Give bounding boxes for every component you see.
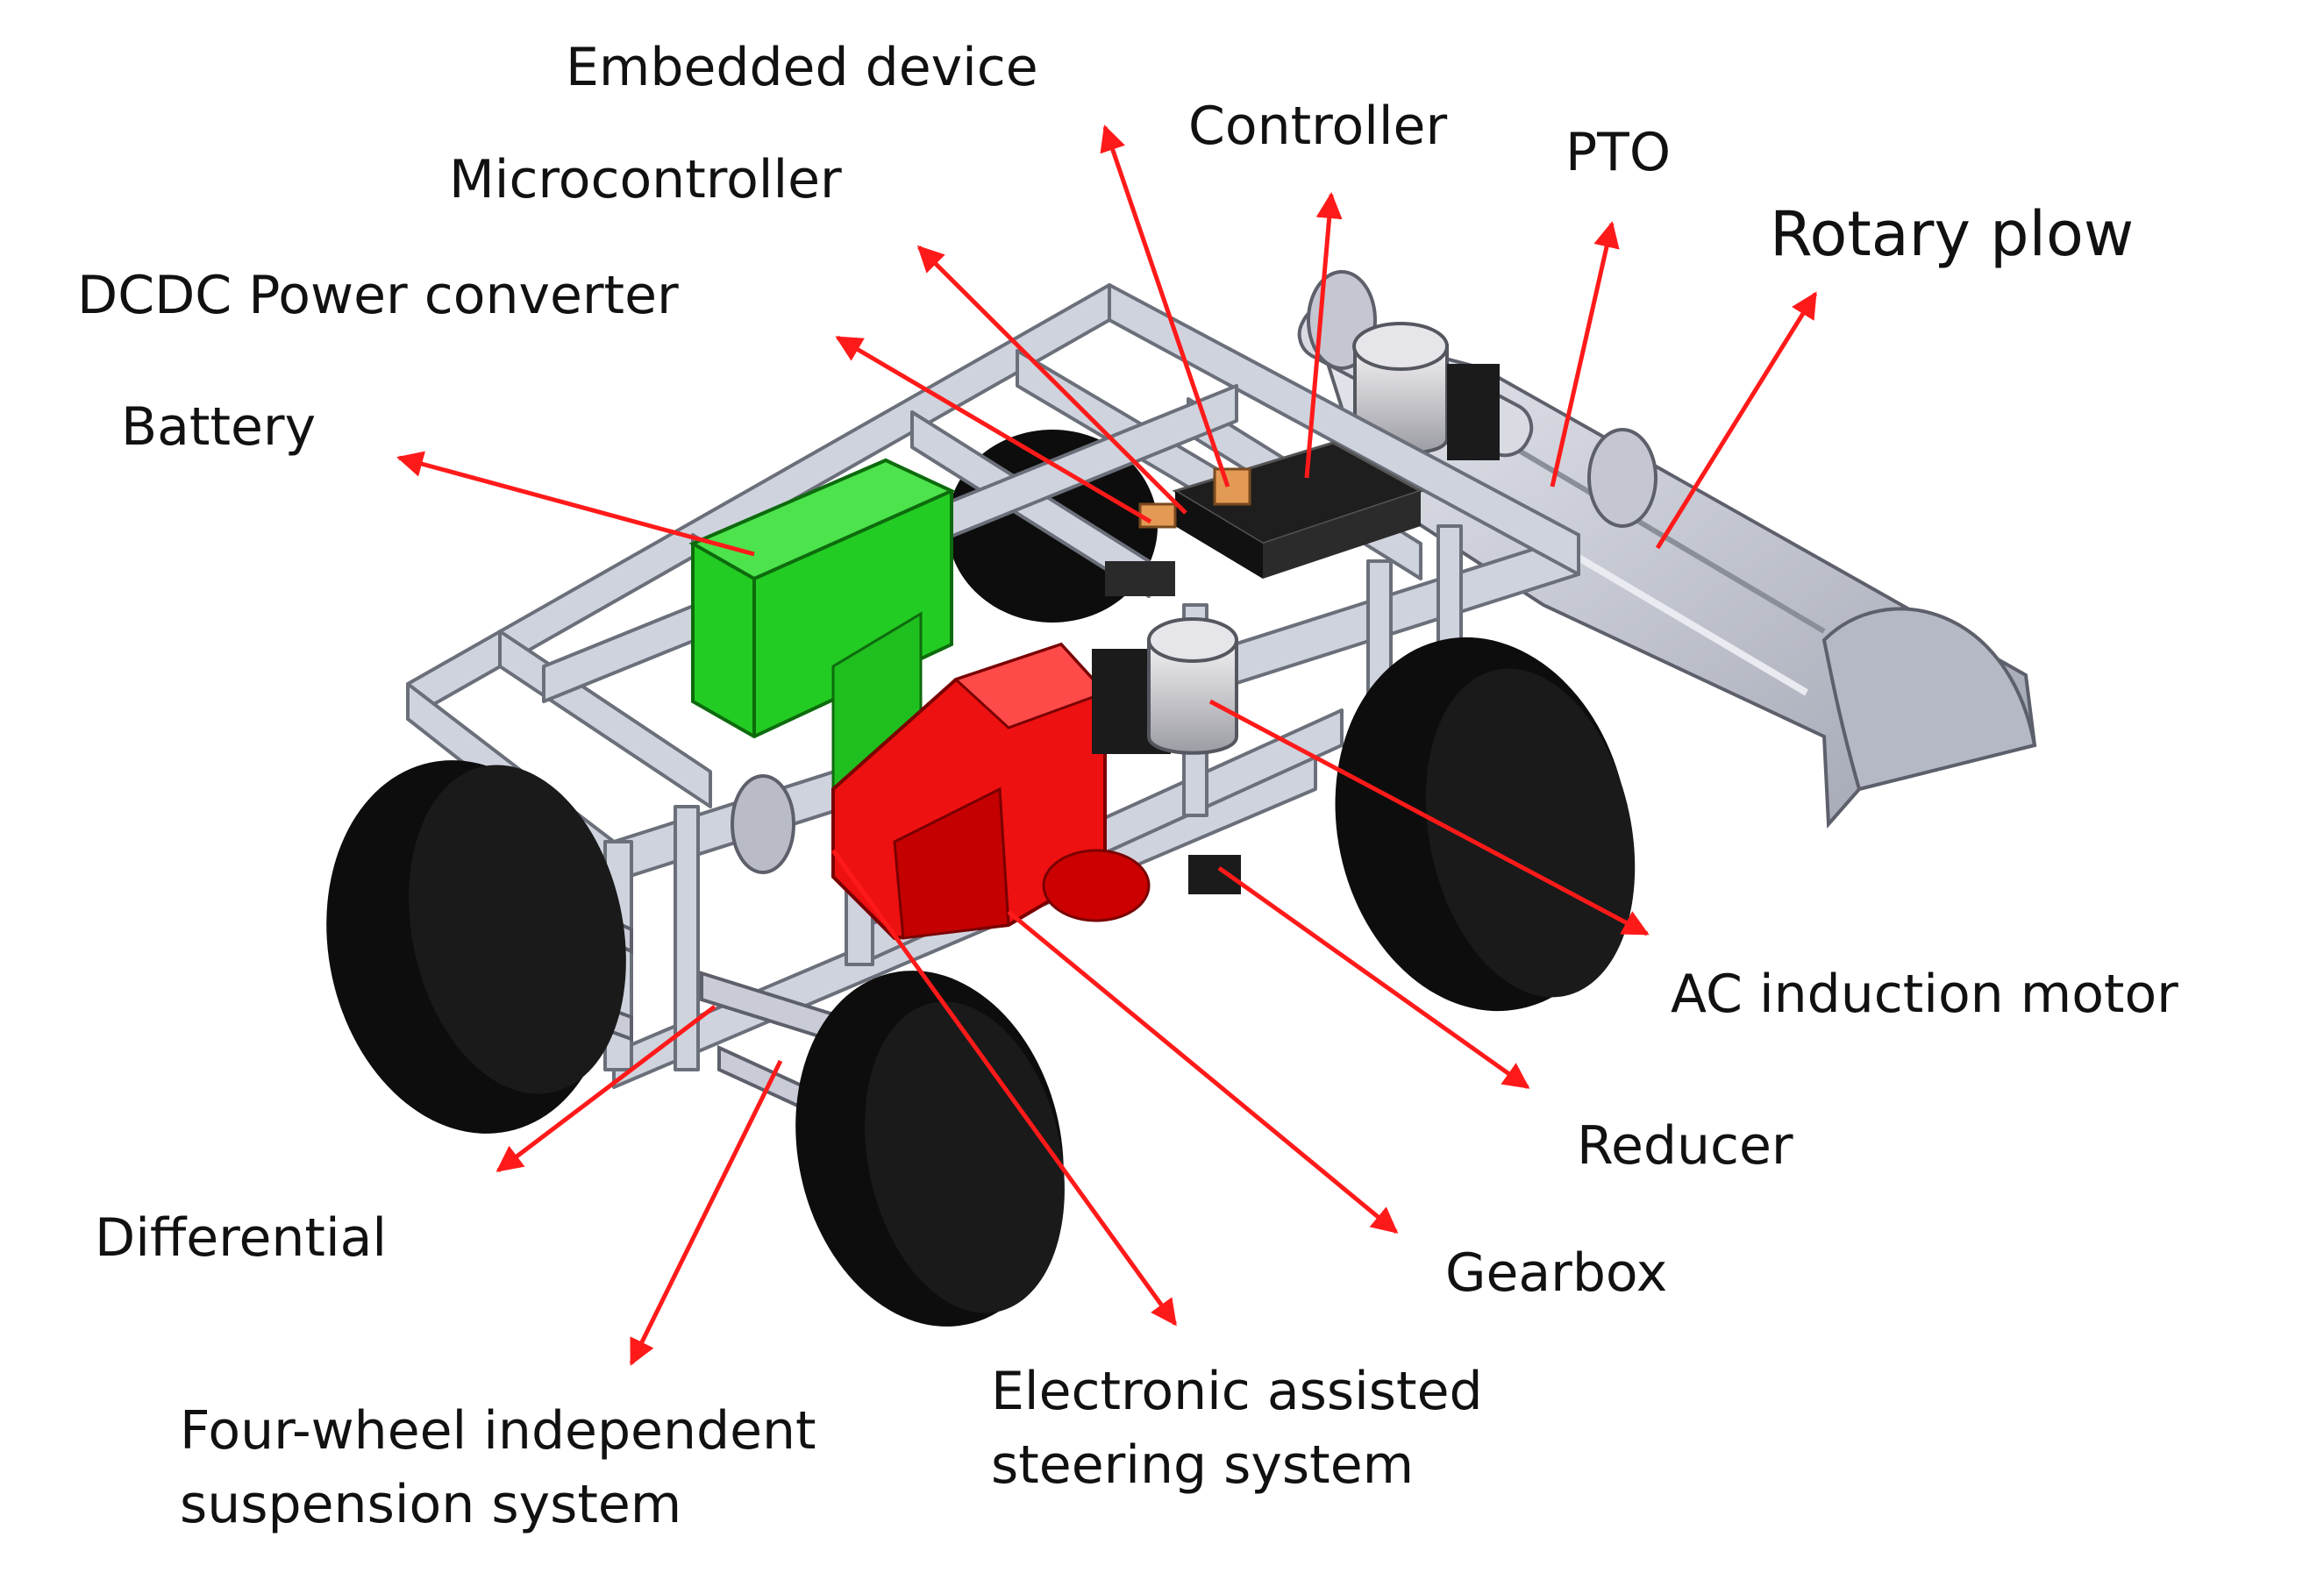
label-four-wheel-suspension-line-2: suspension system: [180, 1474, 682, 1535]
label-dcdc-power-converter: DCDC Power converter: [77, 265, 679, 326]
arrow-gearbox: [1007, 910, 1399, 1234]
arrow-suspension: [629, 1059, 783, 1366]
arrow-microcontroller: [916, 245, 1187, 515]
arrow-reducer: [1217, 865, 1530, 1090]
callout-arrows: [396, 125, 1818, 1366]
arrow-steering: [831, 849, 1178, 1327]
arrow-embedded-device: [1100, 125, 1230, 487]
label-electronic-steering-line-2: steering system: [991, 1434, 1415, 1496]
label-battery: Battery: [121, 396, 317, 458]
arrow-controller: [1304, 192, 1343, 479]
label-four-wheel-suspension: Four-wheel independent suspension system: [180, 1394, 987, 1541]
label-differential: Differential: [95, 1207, 388, 1269]
drivetrain-red: [831, 642, 1151, 941]
arrow-battery: [396, 451, 755, 557]
arrow-dcdc: [835, 335, 1152, 524]
ac-motor-unit: [1092, 617, 1241, 894]
label-reducer: Reducer: [1577, 1115, 1793, 1177]
label-embedded-device: Embedded device: [566, 37, 1038, 98]
pto-motor-unit: [1352, 322, 1500, 460]
battery-block: [688, 458, 956, 862]
label-pto: PTO: [1565, 122, 1672, 183]
arrow-pto: [1550, 221, 1620, 487]
label-electronic-steering-line-1: Electronic assisted: [991, 1361, 1483, 1422]
electronics-bay: [1105, 441, 1424, 596]
label-controller: Controller: [1188, 96, 1448, 157]
arrow-ac-motor: [1208, 699, 1650, 936]
label-ac-induction-motor: AC induction motor: [1671, 964, 2178, 1025]
front-left-wheel: [326, 760, 626, 1134]
arrow-rotary-plow: [1655, 291, 1818, 550]
arrow-differential: [495, 1005, 716, 1172]
label-electronic-steering: Electronic assisted steering system: [991, 1355, 1657, 1502]
label-gearbox: Gearbox: [1445, 1242, 1668, 1304]
rear-right-wheel: [1335, 637, 1636, 1012]
label-microcontroller: Microcontroller: [449, 149, 842, 210]
front-right-wheel: [795, 971, 1065, 1327]
label-rotary-plow: Rotary plow: [1770, 198, 2135, 270]
label-four-wheel-suspension-line-1: Four-wheel independent: [180, 1400, 816, 1462]
